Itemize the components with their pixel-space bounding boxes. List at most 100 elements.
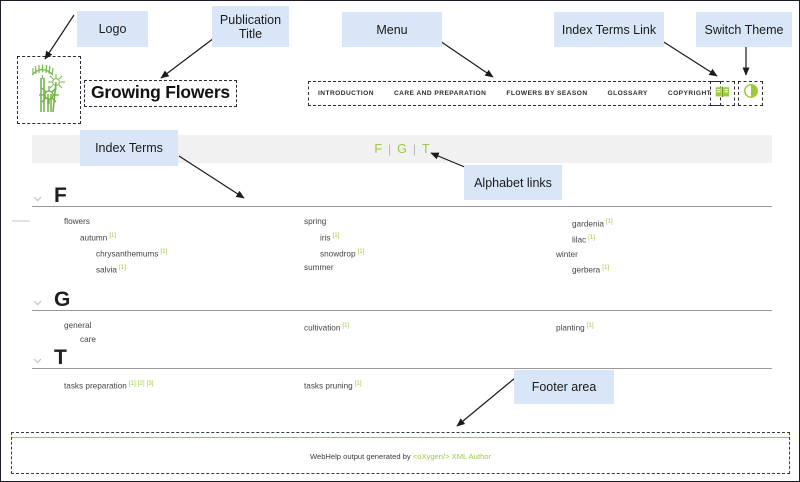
index-term[interactable]: tasks preparation[1][2][3] bbox=[64, 377, 153, 393]
index-term-label: spring bbox=[304, 217, 327, 226]
index-term[interactable]: lilac[1] bbox=[572, 231, 613, 247]
index-term-label: care bbox=[80, 334, 96, 344]
callout-index-terms: Index Terms bbox=[80, 130, 178, 166]
index-term-reference[interactable]: [1] bbox=[588, 234, 595, 242]
index-term-reference[interactable]: [1] bbox=[332, 231, 340, 239]
section-letter: T bbox=[54, 346, 67, 369]
index-column: tasks pruning[1] bbox=[304, 377, 362, 393]
index-term-reference[interactable]: [1] bbox=[160, 247, 168, 255]
index-term-label: winter bbox=[556, 249, 578, 259]
index-column: planting[1] bbox=[556, 319, 594, 335]
index-term[interactable]: spring bbox=[304, 215, 364, 229]
chevron-down-icon[interactable] bbox=[32, 295, 43, 306]
index-term-reference[interactable]: [1] bbox=[354, 380, 362, 387]
index-term[interactable]: iris[1] bbox=[320, 229, 364, 245]
callout-alphabet-links: Alphabet links bbox=[464, 165, 562, 200]
menu-item-flowers-by-season[interactable]: FLOWERS BY SEASON bbox=[506, 90, 588, 97]
index-term[interactable]: flowers bbox=[64, 215, 167, 229]
section-header: F bbox=[32, 180, 772, 207]
index-term-label: flowers bbox=[64, 217, 90, 226]
index-term-label: gardenia bbox=[572, 219, 604, 229]
index-term-reference[interactable]: [1] bbox=[109, 231, 117, 239]
callout-index-terms-link: Index Terms Link bbox=[554, 12, 664, 47]
index-term-label: general bbox=[64, 321, 92, 330]
index-term-label: tasks preparation bbox=[64, 381, 127, 391]
index-term[interactable]: care bbox=[80, 333, 96, 347]
index-term-label: iris bbox=[320, 233, 331, 243]
callout-footer-area: Footer area bbox=[514, 370, 614, 404]
chevron-down-icon[interactable] bbox=[32, 191, 43, 202]
section-columns: tasks preparation[1][2][3]tasks pruning[… bbox=[32, 369, 772, 437]
index-term-reference[interactable]: [1] bbox=[602, 264, 610, 272]
callout-logo: Logo bbox=[77, 11, 148, 47]
callout-switch-theme: Switch Theme bbox=[696, 12, 792, 47]
index-term-label: autumn bbox=[80, 233, 108, 243]
index-column: cultivation[1] bbox=[304, 319, 349, 335]
open-book-icon bbox=[715, 85, 730, 103]
footer-accent-rule bbox=[12, 437, 789, 438]
menu-item-copyright[interactable]: COPYRIGHT bbox=[667, 90, 712, 97]
page-title: Growing Flowers bbox=[84, 80, 237, 107]
index-term-reference[interactable]: [2] bbox=[137, 380, 145, 387]
oxygen-brand-link[interactable]: <oXygen/> XML Author bbox=[412, 452, 492, 461]
footer-credit: WebHelp output generated by <oXygen/> XM… bbox=[12, 452, 789, 461]
index-term[interactable]: gardenia[1] bbox=[572, 215, 613, 231]
index-term[interactable]: planting[1] bbox=[556, 319, 594, 335]
index-term-label: tasks pruning bbox=[304, 381, 353, 391]
index-term-label: gerbera bbox=[572, 265, 601, 275]
switch-theme-button[interactable] bbox=[738, 81, 763, 106]
index-term[interactable]: autumn[1] bbox=[80, 229, 167, 245]
index-term-label: planting bbox=[556, 323, 585, 333]
logo[interactable] bbox=[17, 56, 81, 124]
index-term[interactable]: winter bbox=[556, 248, 613, 262]
index-term[interactable]: cultivation[1] bbox=[304, 319, 349, 335]
index-term[interactable]: tasks pruning[1] bbox=[304, 377, 362, 393]
callout-publication-title: Publication Title bbox=[212, 6, 289, 47]
index-term-reference[interactable]: [3] bbox=[146, 380, 154, 387]
alphabet-link-t[interactable]: T bbox=[421, 142, 430, 156]
section-letter: G bbox=[54, 288, 71, 311]
menu-item-glossary[interactable]: GLOSSARY bbox=[607, 90, 648, 97]
index-term[interactable]: gerbera[1] bbox=[572, 261, 613, 277]
section-header: T bbox=[32, 342, 772, 369]
callout-menu: Menu bbox=[342, 12, 442, 47]
site-header: Growing Flowers INTRODUCTION CARE AND PR… bbox=[2, 54, 799, 124]
index-term-label: chrysanthemums bbox=[96, 249, 159, 259]
alphabet-separator: | bbox=[388, 142, 392, 156]
index-term[interactable]: chrysanthemums[1] bbox=[96, 245, 167, 261]
index-term-label: summer bbox=[304, 263, 334, 273]
alphabet-link-g[interactable]: G bbox=[397, 142, 407, 156]
index-terms-link-button[interactable] bbox=[710, 81, 735, 106]
index-term[interactable]: snowdrop[1] bbox=[320, 245, 364, 261]
footer-area: WebHelp output generated by <oXygen/> XM… bbox=[11, 432, 790, 474]
index-term-label: snowdrop bbox=[320, 249, 356, 259]
index-term[interactable]: salvia[1] bbox=[96, 261, 167, 277]
index-term[interactable]: general bbox=[64, 319, 96, 333]
index-term-reference[interactable]: [1] bbox=[118, 264, 126, 272]
menu-item-care-and-preparation[interactable]: CARE AND PREPARATION bbox=[393, 90, 487, 97]
left-edge-marker bbox=[12, 220, 30, 222]
alphabet-link-f[interactable]: F bbox=[374, 142, 382, 156]
section-header: G bbox=[32, 284, 772, 311]
index-term-reference[interactable]: [1] bbox=[605, 218, 613, 225]
index-term-reference[interactable]: [1] bbox=[586, 322, 594, 329]
index-term-reference[interactable]: [1] bbox=[357, 247, 365, 255]
index-term-reference[interactable]: [1] bbox=[342, 322, 350, 329]
chevron-down-icon[interactable] bbox=[32, 353, 43, 364]
index-column: tasks preparation[1][2][3] bbox=[64, 377, 153, 393]
index-term-label: lilac bbox=[572, 236, 587, 246]
index-term[interactable]: summer bbox=[304, 261, 364, 275]
menu-item-introduction[interactable]: INTRODUCTION bbox=[318, 90, 374, 97]
index-term-reference[interactable]: [1] bbox=[128, 380, 136, 387]
index-term-label: salvia bbox=[96, 265, 117, 275]
half-circle-contrast-icon bbox=[743, 84, 758, 103]
